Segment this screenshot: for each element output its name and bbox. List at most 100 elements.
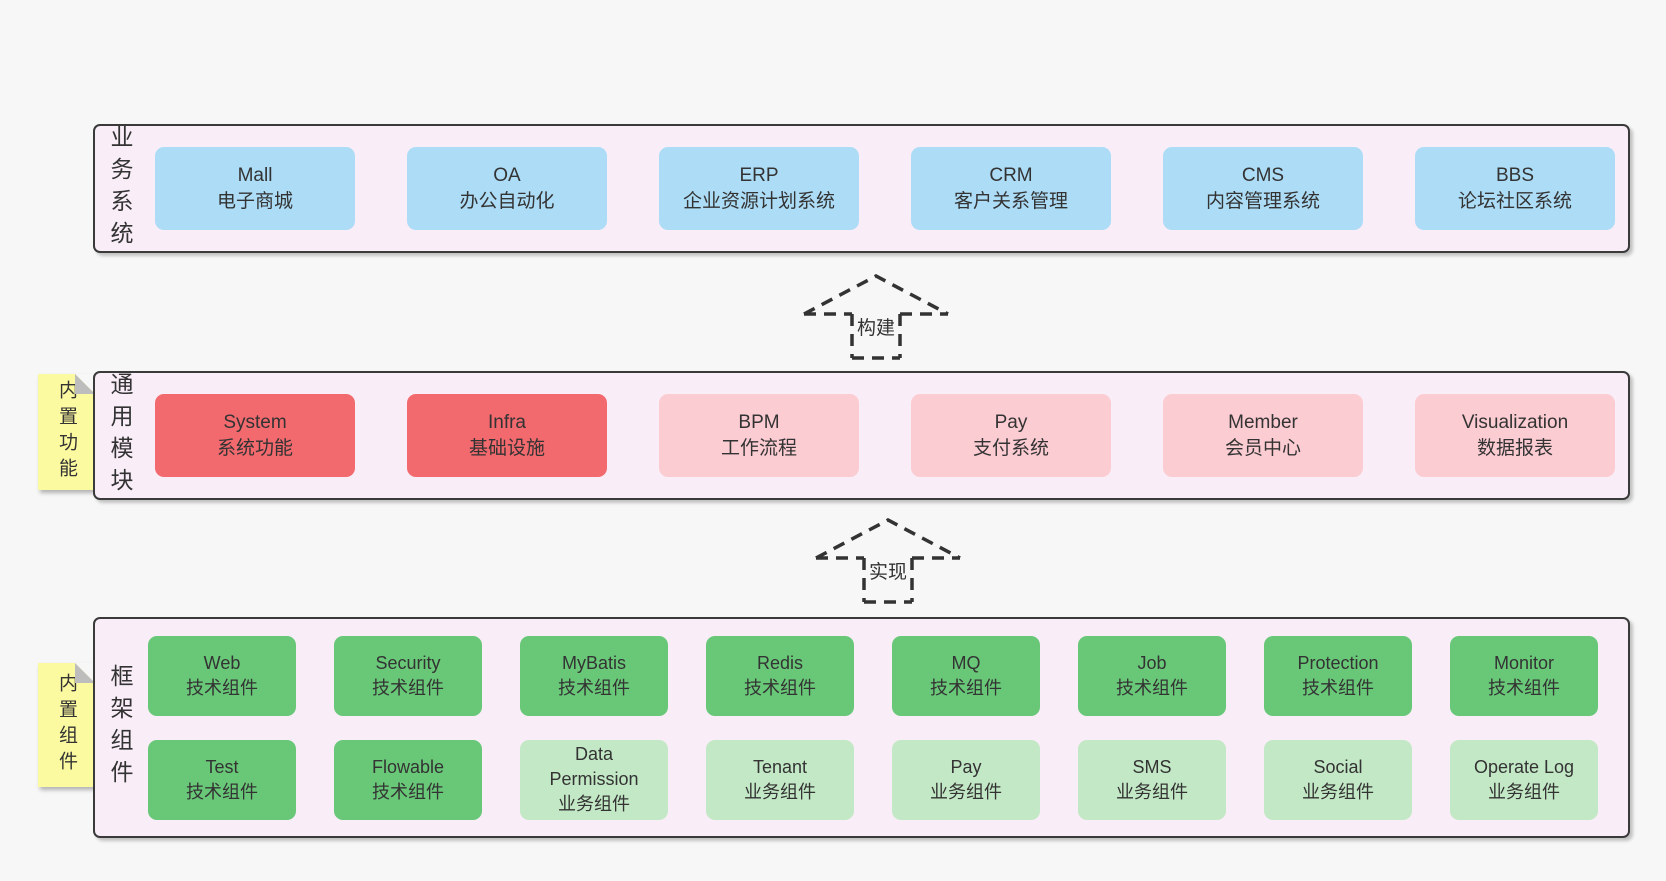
box-title: Protection bbox=[1297, 652, 1379, 673]
box-mybatis: MyBatis 技术组件 bbox=[520, 635, 668, 716]
box-subtitle: 系统功能 bbox=[216, 437, 293, 459]
box-title: Flowable bbox=[371, 756, 445, 777]
box-mq: MQ 技术组件 bbox=[892, 635, 1040, 716]
box-title: Social bbox=[1313, 756, 1363, 777]
box-subtitle: 业务组件 bbox=[558, 794, 630, 814]
box-title: Test bbox=[205, 756, 239, 777]
arrow-label: 构建 bbox=[853, 313, 899, 340]
box-title: SMS bbox=[1132, 756, 1172, 777]
box-subtitle: 技术组件 bbox=[372, 677, 444, 698]
band-framework-components: 框架组件 Web 技术组件 Security 技术组件 MyBatis 技术组件… bbox=[93, 617, 1630, 838]
box-subtitle: 技术组件 bbox=[930, 677, 1002, 698]
box-title: Operate Log bbox=[1473, 756, 1575, 777]
box-infra: Infra 基础设施 bbox=[407, 394, 607, 477]
band-box-row: System 系统功能 Infra 基础设施 BPM 工作流程 Pay 支付系统… bbox=[155, 373, 1615, 498]
box-security: Security 技术组件 bbox=[334, 635, 482, 716]
box-title: Tenant bbox=[752, 756, 808, 777]
box-subtitle: 论坛社区系统 bbox=[1457, 190, 1572, 212]
up-arrow-icon bbox=[803, 274, 949, 360]
box-subtitle: 业务组件 bbox=[930, 781, 1002, 802]
box-title: Pay bbox=[950, 756, 982, 777]
box-mall: Mall 电子商城 bbox=[155, 147, 355, 230]
box-title: MQ bbox=[951, 652, 981, 673]
arrow-label: 实现 bbox=[865, 557, 911, 584]
box-title: Data Permission bbox=[549, 744, 639, 789]
box-pay-component: Pay 业务组件 bbox=[892, 739, 1040, 820]
box-social: Social 业务组件 bbox=[1264, 739, 1412, 820]
box-title: Web bbox=[203, 652, 241, 673]
box-subtitle: 技术组件 bbox=[186, 677, 258, 698]
box-subtitle: 业务组件 bbox=[1116, 781, 1188, 802]
box-subtitle: 会员中心 bbox=[1224, 437, 1301, 459]
box-subtitle: 技术组件 bbox=[1302, 677, 1374, 698]
box-subtitle: 内容管理系统 bbox=[1205, 190, 1320, 212]
box-title: BBS bbox=[1495, 164, 1535, 186]
box-title: OA bbox=[493, 164, 521, 186]
box-subtitle: 支付系统 bbox=[972, 437, 1049, 459]
dashed-up-arrow-implement: 实现 bbox=[813, 513, 963, 605]
box-crm: CRM 客户关系管理 bbox=[911, 147, 1111, 230]
box-subtitle: 技术组件 bbox=[558, 677, 630, 698]
band-box-grid: Web 技术组件 Security 技术组件 MyBatis 技术组件 Redi… bbox=[148, 619, 1598, 836]
box-subtitle: 客户关系管理 bbox=[953, 190, 1068, 212]
box-erp: ERP 企业资源计划系统 bbox=[659, 147, 859, 230]
sticky-note-label: 内置功能 bbox=[56, 380, 77, 484]
band-label: 框架组件 bbox=[107, 663, 133, 792]
box-title: Redis bbox=[756, 652, 804, 673]
box-subtitle: 业务组件 bbox=[1488, 781, 1560, 802]
box-web: Web 技术组件 bbox=[148, 635, 296, 716]
box-title: Visualization bbox=[1461, 411, 1569, 433]
box-subtitle: 技术组件 bbox=[1488, 677, 1560, 698]
band-common-modules: 通用模块 System 系统功能 Infra 基础设施 BPM 工作流程 Pay… bbox=[93, 371, 1630, 500]
box-monitor: Monitor 技术组件 bbox=[1450, 635, 1598, 716]
folded-corner-icon bbox=[75, 374, 95, 394]
box-sms: SMS 业务组件 bbox=[1078, 739, 1226, 820]
box-subtitle: 技术组件 bbox=[744, 677, 816, 698]
box-title: System bbox=[223, 411, 287, 433]
box-subtitle: 企业资源计划系统 bbox=[682, 190, 835, 212]
box-job: Job 技术组件 bbox=[1078, 635, 1226, 716]
sticky-note-builtin-functions: 内置功能 bbox=[38, 374, 95, 490]
box-subtitle: 技术组件 bbox=[186, 781, 258, 802]
sticky-note-label: 内置组件 bbox=[56, 673, 77, 777]
band-label: 通用模块 bbox=[107, 371, 133, 500]
box-subtitle: 技术组件 bbox=[372, 781, 444, 802]
box-title: ERP bbox=[739, 164, 779, 186]
box-title: CRM bbox=[989, 164, 1033, 186]
box-title: Security bbox=[375, 652, 441, 673]
box-tenant: Tenant 业务组件 bbox=[706, 739, 854, 820]
box-member: Member 会员中心 bbox=[1163, 394, 1363, 477]
band-business-systems: 业务系统 Mall 电子商城 OA 办公自动化 ERP 企业资源计划系统 CRM… bbox=[93, 124, 1630, 253]
box-subtitle: 工作流程 bbox=[720, 437, 797, 459]
box-bpm: BPM 工作流程 bbox=[659, 394, 859, 477]
box-title: Mall bbox=[237, 164, 273, 186]
band-label: 业务系统 bbox=[107, 124, 133, 253]
box-system: System 系统功能 bbox=[155, 394, 355, 477]
box-visualization: Visualization 数据报表 bbox=[1415, 394, 1615, 477]
box-protection: Protection 技术组件 bbox=[1264, 635, 1412, 716]
box-subtitle: 数据报表 bbox=[1476, 437, 1553, 459]
box-subtitle: 基础设施 bbox=[468, 437, 545, 459]
box-oa: OA 办公自动化 bbox=[407, 147, 607, 230]
box-subtitle: 技术组件 bbox=[1116, 677, 1188, 698]
box-title: Member bbox=[1228, 411, 1298, 433]
band-box-row: Mall 电子商城 OA 办公自动化 ERP 企业资源计划系统 CRM 客户关系… bbox=[155, 126, 1615, 251]
box-bbs: BBS 论坛社区系统 bbox=[1415, 147, 1615, 230]
sticky-note-builtin-components: 内置组件 bbox=[38, 663, 95, 787]
box-redis: Redis 技术组件 bbox=[706, 635, 854, 716]
box-title: Infra bbox=[487, 411, 527, 433]
box-subtitle: 办公自动化 bbox=[459, 190, 555, 212]
box-test: Test 技术组件 bbox=[148, 739, 296, 820]
box-subtitle: 业务组件 bbox=[744, 781, 816, 802]
box-pay: Pay 支付系统 bbox=[911, 394, 1111, 477]
dashed-up-arrow-build: 构建 bbox=[801, 269, 951, 361]
box-title: Job bbox=[1137, 652, 1167, 673]
box-title: Monitor bbox=[1493, 652, 1555, 673]
up-arrow-icon bbox=[815, 518, 961, 604]
component-row-2: Test 技术组件 Flowable 技术组件 Data Permission … bbox=[148, 739, 1598, 820]
box-data-permission: Data Permission 业务组件 bbox=[520, 739, 668, 820]
box-subtitle: 业务组件 bbox=[1302, 781, 1374, 802]
component-row-1: Web 技术组件 Security 技术组件 MyBatis 技术组件 Redi… bbox=[148, 635, 1598, 716]
box-title: CMS bbox=[1241, 164, 1285, 186]
